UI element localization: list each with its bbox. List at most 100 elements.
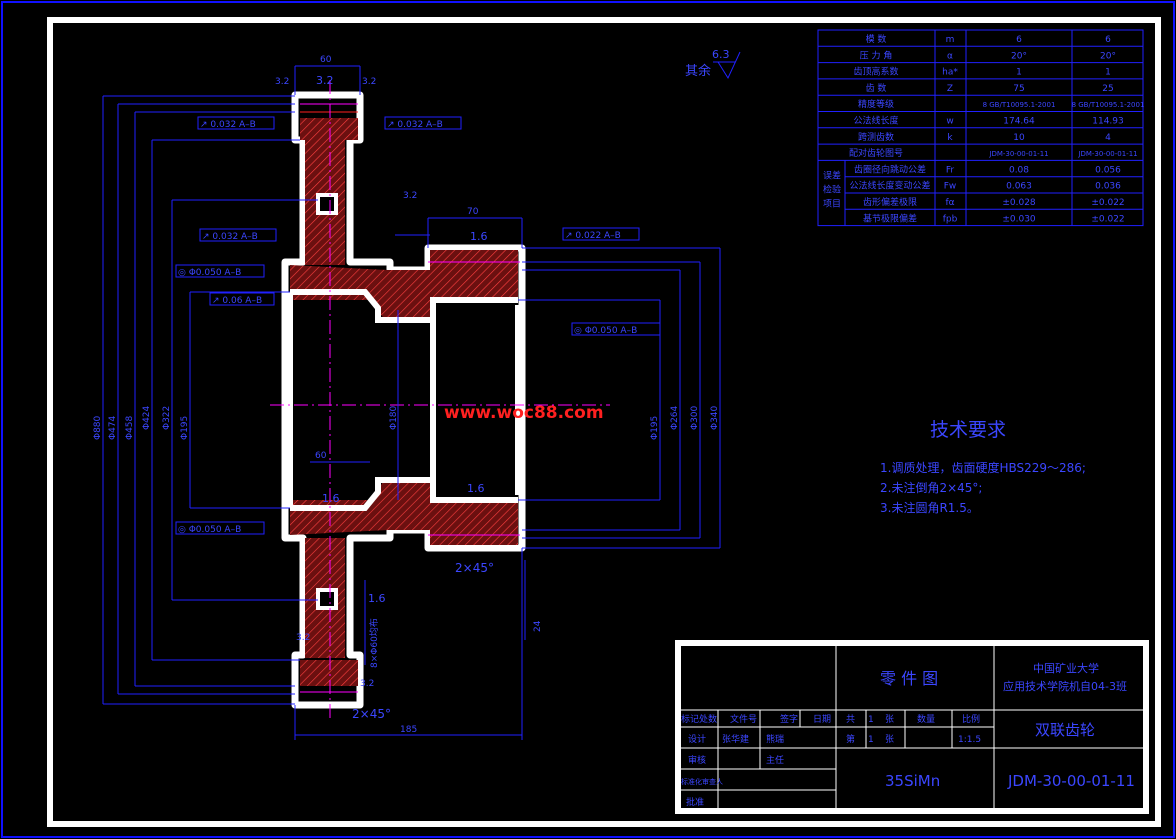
tolerance-frames (175, 116, 661, 535)
dim-left-6: Φ195 (180, 416, 190, 440)
param-cell: 齿顶高系数 (853, 66, 898, 78)
chamfer-right: 2×45° (455, 561, 494, 575)
svg-text:设计: 设计 (688, 733, 706, 745)
param-cell: 1 (1016, 68, 1022, 78)
param-cell: 8 GB/T10095.1-2001 (1072, 101, 1145, 109)
dim-top-left: 3.2 (275, 77, 289, 87)
tech-title: 技术要求 (930, 419, 1006, 441)
svg-text:比例: 比例 (962, 713, 980, 725)
dim-left-5: Φ322 (162, 406, 172, 430)
param-cell: 齿形偏差极限 (863, 196, 917, 208)
chamfer-left: 2×45° (352, 707, 391, 721)
svg-text:1: 1 (868, 735, 874, 745)
tol-3: ↗ 0.032 A–B (202, 232, 258, 242)
dim-top-right: 3.2 (362, 77, 376, 87)
svg-text:标准化审查人: 标准化审查人 (681, 777, 723, 786)
param-cell: JDM-30-00-01-11 (988, 150, 1048, 158)
param-cell: 模 数 (866, 33, 887, 45)
svg-text:文件号: 文件号 (730, 713, 757, 725)
param-cell: 公法线长度 (853, 115, 898, 127)
param-cell: 0.063 (1006, 182, 1032, 192)
svg-text:6.3: 6.3 (712, 48, 730, 61)
svg-text:主任: 主任 (766, 754, 784, 766)
param-cell: 压 力 角 (860, 49, 893, 61)
param-cell: 4 (1105, 133, 1111, 143)
school-line1: 中国矿业大学 (1033, 661, 1099, 675)
param-cell: 1 (1105, 68, 1111, 78)
svg-text:日期: 日期 (813, 714, 831, 725)
svg-text:签字: 签字 (780, 713, 798, 725)
tol-1: ↗ 0.032 A–B (200, 120, 256, 130)
svg-text:第: 第 (846, 733, 855, 745)
dim-inner-width: 60 (315, 451, 327, 461)
param-cell: 精度等级 (858, 98, 894, 110)
svg-text:1: 1 (868, 715, 874, 725)
svg-text:审核: 审核 (688, 754, 706, 766)
param-cell: 10 (1013, 133, 1025, 143)
dim-left-4: Φ424 (142, 405, 152, 430)
svg-text:标记处数: 标记处数 (681, 713, 717, 725)
param-cell: 0.08 (1009, 165, 1029, 175)
dim-hole-spec: 8×Φ60均布 (368, 618, 380, 668)
svg-text:其余: 其余 (685, 63, 711, 79)
dim-right-3: Φ300 (690, 405, 700, 430)
param-cell: 公法线长度变动公差 (849, 180, 930, 192)
param-cell: ±0.028 (1002, 198, 1036, 208)
rough-bottom: 3.2 (360, 679, 374, 689)
param-cell: w (946, 117, 953, 127)
svg-text:张: 张 (885, 714, 894, 725)
param-cell: 齿圈径向跳动公差 (854, 163, 926, 175)
tech-item-1: 1.调质处理，齿面硬度HBS229～286; (880, 460, 1086, 475)
tolerance-texts: ↗ 0.032 A–B ↗ 0.032 A–B ↗ 0.032 A–B ↗ 0.… (178, 120, 637, 535)
tol-5: ◎ Φ0.050 A–B (178, 268, 241, 278)
tol-6: ↗ 0.06 A–B (212, 296, 262, 306)
dim-right-vertical: 24 (533, 620, 543, 632)
param-cell: α (947, 51, 953, 61)
svg-text:张: 张 (885, 734, 894, 745)
dim-top-width: 60 (320, 55, 332, 65)
tol-2: ↗ 0.032 A–B (387, 120, 443, 130)
svg-text:共: 共 (846, 714, 855, 725)
param-cell: Fr (946, 165, 955, 175)
dim-bore: Φ180 (389, 405, 399, 430)
tech-requirements: 技术要求 1.调质处理，齿面硬度HBS229～286; 2.未注倒角2×45°;… (880, 419, 1086, 515)
tol-4: ↗ 0.022 A–B (565, 231, 621, 241)
rough-bottom-left: 3.2 (296, 633, 310, 643)
param-cell: 配对齿轮图号 (849, 147, 903, 159)
dim-left-2: Φ474 (108, 415, 118, 440)
param-cell: 25 (1102, 84, 1113, 94)
surface-finish-general: 其余 6.3 (685, 48, 741, 80)
param-cell: 基节极限偏差 (863, 212, 917, 224)
tol-8: ◎ Φ0.050 A–B (178, 525, 241, 535)
drawing-number: JDM-30-00-01-11 (1007, 772, 1135, 790)
param-cell: ha* (942, 68, 958, 78)
svg-text:1:1.5: 1:1.5 (958, 735, 981, 745)
dimension-texts: 60 3.2 3.2 3.2 70 1.6 3.2 185 2×45° 2×45… (93, 55, 720, 735)
param-cell: ±0.022 (1091, 198, 1124, 208)
dim-right-4: Φ340 (710, 405, 720, 430)
rough-web: 1.6 (368, 592, 386, 605)
param-cell: m (946, 35, 955, 45)
tech-item-3: 3.未注圆角R1.5。 (880, 500, 979, 515)
param-cell: 8 GB/T10095.1-2001 (983, 101, 1056, 109)
param-cell: 114.93 (1092, 117, 1124, 127)
param-cell: 174.64 (1003, 117, 1035, 127)
dim-left-1: Φ880 (93, 415, 103, 440)
param-cell: ±0.022 (1091, 214, 1124, 224)
dimension-lines (102, 65, 721, 740)
dim-right-1: Φ195 (650, 416, 660, 440)
param-cell: ±0.030 (1002, 214, 1036, 224)
param-cell: fα (945, 198, 954, 208)
gear-section (270, 80, 610, 720)
param-cell: 6 (1105, 35, 1111, 45)
material: 35SiMn (885, 772, 940, 790)
param-cell: Z (947, 84, 953, 94)
dim-hub-width: 70 (467, 207, 479, 217)
rough-hub: 1.6 (470, 230, 488, 243)
dim-total-length: 185 (400, 725, 417, 735)
svg-text:张华建: 张华建 (722, 733, 749, 745)
rough-top: 3.2 (316, 74, 334, 87)
